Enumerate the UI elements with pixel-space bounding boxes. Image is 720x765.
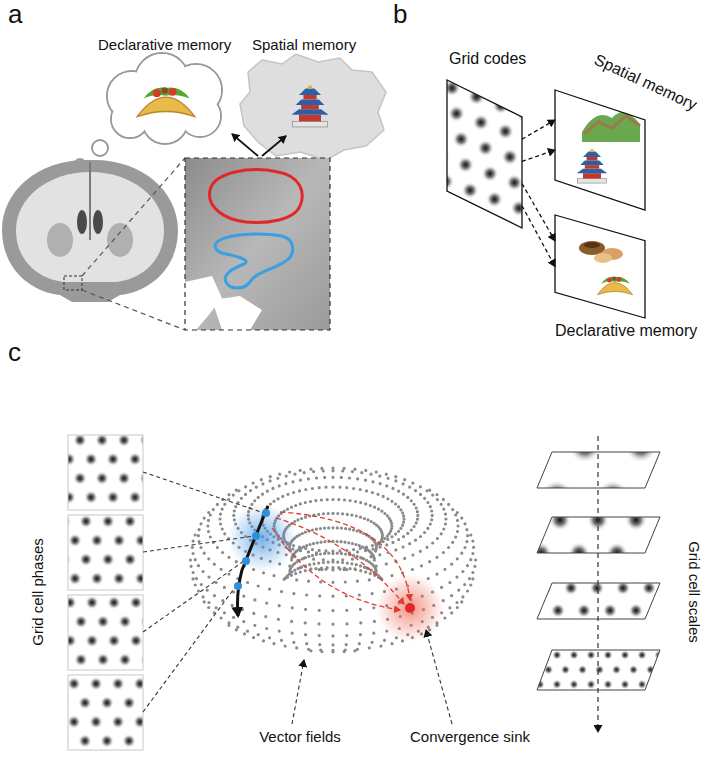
panel-border xyxy=(447,80,522,228)
panel-heading: Declarative memory xyxy=(555,322,697,340)
memory-arrow xyxy=(262,136,286,156)
ventricle xyxy=(93,210,103,234)
taco-icon xyxy=(597,277,632,295)
callout-label: Convergence sink xyxy=(410,728,530,746)
memory-label: Declarative memory xyxy=(98,36,231,54)
panel-outline xyxy=(555,215,645,318)
hill xyxy=(582,112,640,142)
memory-arrow xyxy=(232,134,258,156)
phase-map xyxy=(68,675,143,750)
sink-dot xyxy=(405,603,415,613)
phase-map xyxy=(68,595,143,670)
callout-label-text: Vector fields xyxy=(259,728,341,745)
axis-label: Grid cell phases xyxy=(29,538,47,646)
leader-line xyxy=(143,586,236,712)
callout-label-text: Convergence sink xyxy=(410,728,530,745)
small-bubble xyxy=(92,140,108,156)
phase-map xyxy=(68,515,143,590)
chocolate xyxy=(579,241,605,255)
cookie xyxy=(594,253,612,263)
taco-icon xyxy=(137,87,195,117)
cloud-fill xyxy=(135,70,195,130)
memory-panel: Declarative memory xyxy=(555,215,645,318)
basal-ganglia xyxy=(107,223,133,257)
zoom-line xyxy=(82,158,185,276)
panel-letter-text: c xyxy=(8,337,21,367)
inset-image xyxy=(185,158,330,330)
vector-field xyxy=(280,512,410,600)
blue-region xyxy=(215,234,293,288)
panel-heading: Spatial memory xyxy=(591,51,700,115)
memory-label-text: Declarative memory xyxy=(98,36,231,53)
ventricle xyxy=(77,210,87,234)
panel-heading: Grid codes xyxy=(449,50,526,68)
axis-label: Grid cell scales xyxy=(685,541,703,643)
great-wall-icon xyxy=(582,112,640,142)
chocolate xyxy=(584,242,600,248)
temple-icon xyxy=(577,149,608,183)
dashed-arrow xyxy=(522,206,555,267)
city-map xyxy=(240,54,386,160)
state-dot xyxy=(242,557,250,565)
inset-frame xyxy=(185,158,330,330)
leader-line xyxy=(143,536,254,552)
memory-panel: Spatial memory xyxy=(555,90,645,210)
grid-code-map: Grid codes xyxy=(447,80,522,228)
basal-ganglia xyxy=(47,223,73,257)
axis-label-text: Grid cell phases xyxy=(29,538,46,646)
panel-border xyxy=(555,90,645,210)
panel-heading-text: Grid codes xyxy=(449,50,526,67)
leader-line xyxy=(143,472,264,513)
state-dot xyxy=(234,582,242,590)
scale-axis xyxy=(597,436,598,732)
roi-box xyxy=(64,276,82,290)
brain-slice xyxy=(2,160,178,302)
torus-manifold xyxy=(189,467,477,654)
dashed-arrow xyxy=(522,120,555,139)
midline xyxy=(89,162,91,240)
vector-field xyxy=(276,518,404,604)
zoom-line xyxy=(82,290,185,330)
panel-outline xyxy=(447,80,522,228)
wall xyxy=(584,116,640,134)
temple-icon xyxy=(291,85,328,127)
panel-border xyxy=(555,215,645,318)
panel-letter: b xyxy=(393,0,407,30)
dashed-arrow xyxy=(522,150,555,161)
inset-void xyxy=(212,296,262,330)
phase-map xyxy=(68,435,143,510)
leader-arrow xyxy=(292,660,304,724)
dashed-arrow xyxy=(522,184,555,241)
axis-label-text: Grid cell scales xyxy=(686,541,703,643)
trajectory-arrow xyxy=(238,506,269,616)
panel-heading-text: Spatial memory xyxy=(592,51,700,113)
memory-label: Spatial memory xyxy=(252,36,356,54)
panel-letter-text: a xyxy=(8,0,22,29)
memory-label-text: Spatial memory xyxy=(252,36,356,53)
panel-outline xyxy=(555,90,645,210)
panel-letter-text: b xyxy=(393,0,407,29)
panel-heading-text: Declarative memory xyxy=(555,322,697,339)
grid-code-pattern xyxy=(447,80,522,228)
leader-arrow xyxy=(426,630,452,724)
blue-glow xyxy=(228,504,296,572)
vector-field xyxy=(272,528,400,610)
callout-label: Vector fields xyxy=(259,728,341,746)
panel-letter: a xyxy=(8,0,22,30)
panel-letter: c xyxy=(8,338,21,368)
state-dot xyxy=(252,532,260,540)
state-dot xyxy=(262,509,270,517)
sweets-icon xyxy=(579,241,623,263)
red-region xyxy=(209,170,302,223)
